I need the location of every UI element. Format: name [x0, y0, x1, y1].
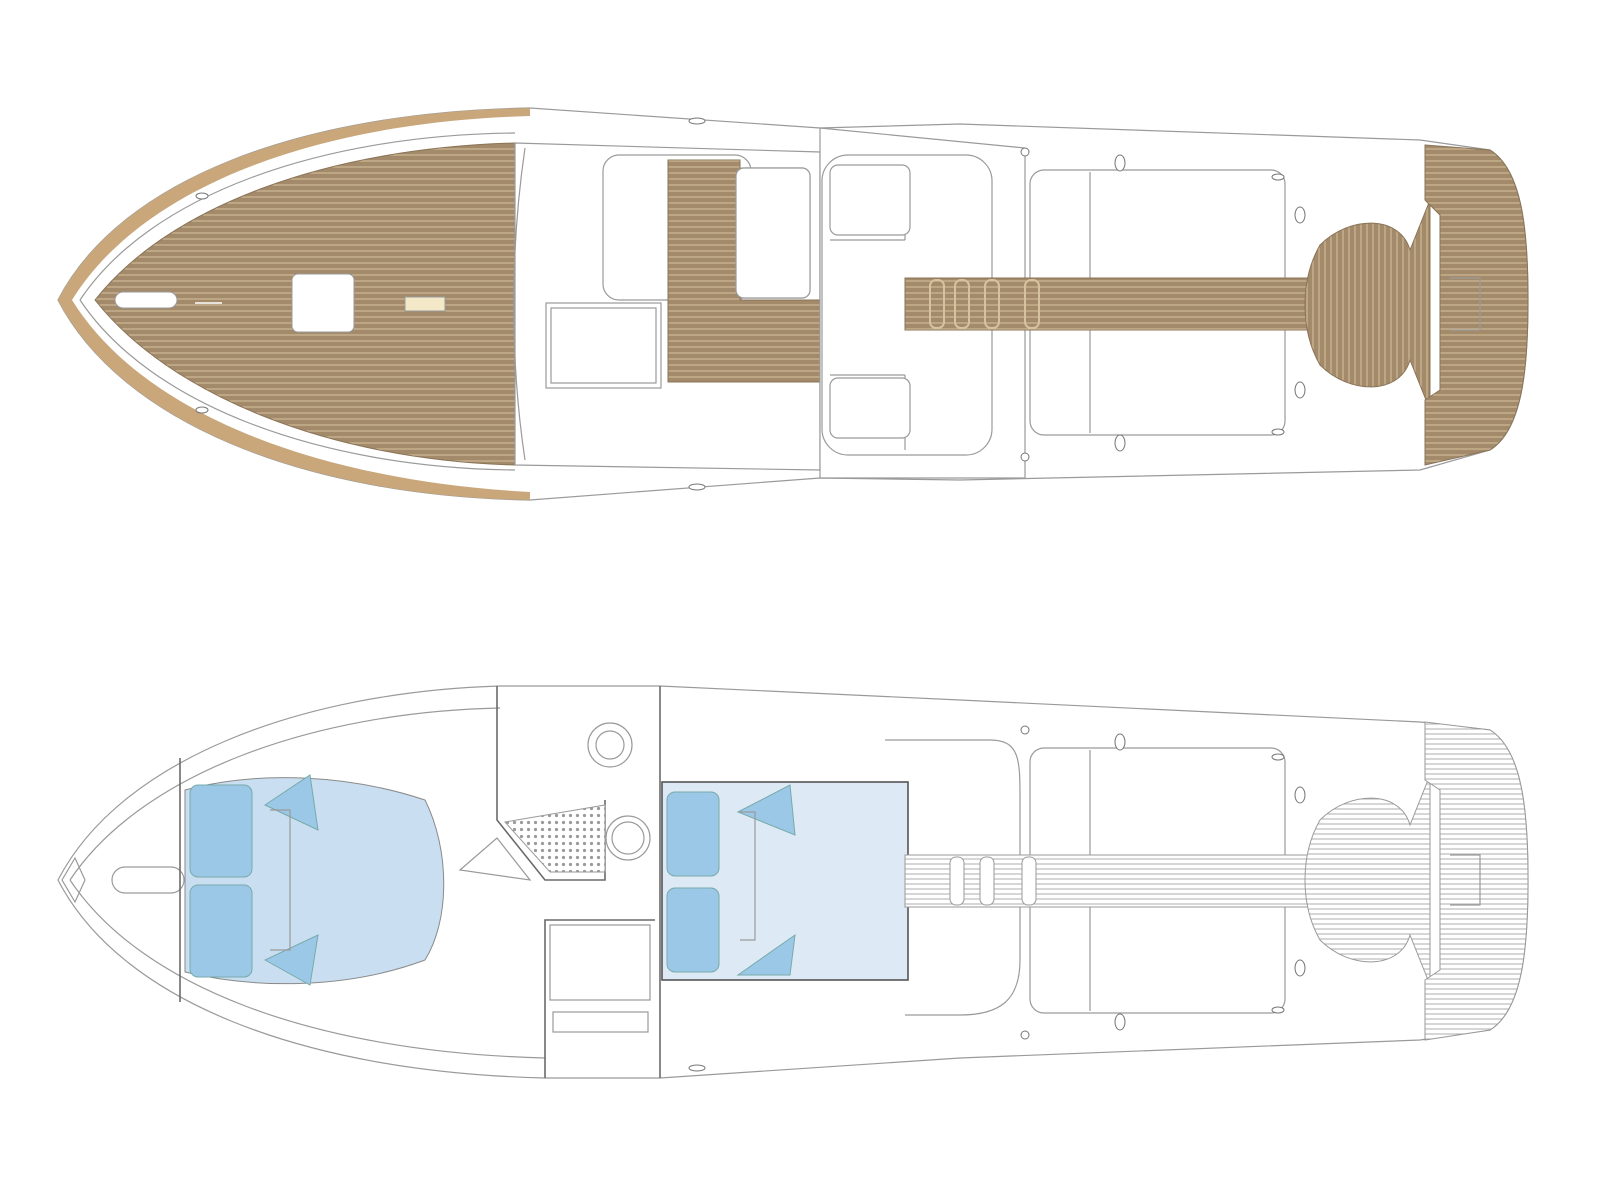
cleats	[195, 117, 1306, 491]
cushion	[189, 884, 253, 978]
cushion	[189, 784, 253, 878]
stern-hatch-teak	[1304, 199, 1431, 411]
pillow	[263, 934, 319, 986]
swim-platform-teak	[1424, 144, 1529, 466]
shower-grate	[504, 804, 606, 873]
deck-hatch	[291, 273, 355, 333]
interior-layout-view	[57, 685, 1529, 1079]
stern-hatch	[1304, 774, 1431, 986]
cleats	[688, 725, 1306, 1072]
pillow	[736, 933, 796, 976]
cushion	[666, 791, 720, 877]
pillow	[263, 774, 319, 831]
swim-platform	[1424, 721, 1529, 1041]
pillow	[736, 784, 796, 836]
cleat	[404, 296, 446, 312]
deck-plan-view	[57, 107, 1529, 501]
sink-icon	[587, 722, 633, 768]
bow-hatch	[114, 291, 178, 309]
cockpit-storage	[545, 302, 662, 389]
toilet-icon	[605, 815, 651, 861]
cushion	[666, 887, 720, 973]
bow-teak-trim	[58, 108, 530, 500]
center-walkway	[904, 854, 1326, 908]
